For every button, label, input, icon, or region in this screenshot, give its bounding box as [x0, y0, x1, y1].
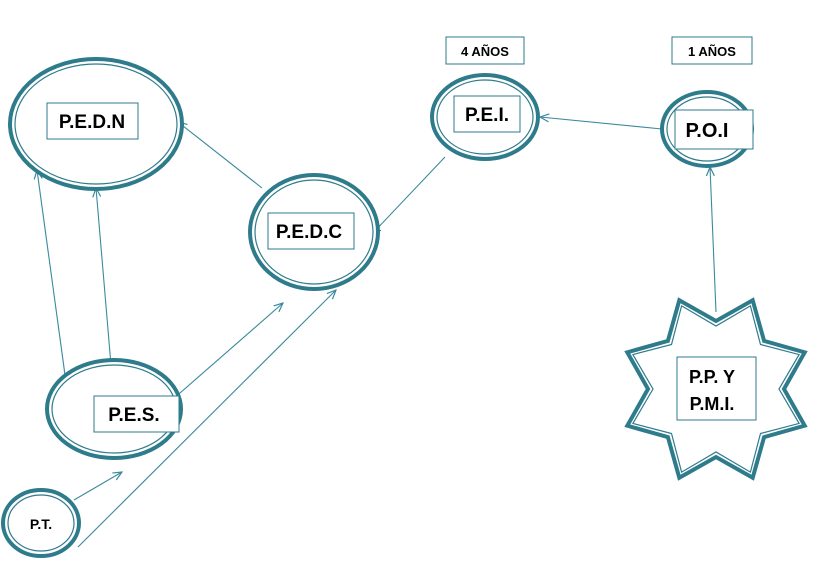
connectors [37, 117, 717, 548]
arrow-pedc-to-pedn [178, 122, 263, 189]
node-pei-label: P.E.I. [465, 105, 509, 126]
node-pt-label: P.T. [30, 516, 52, 532]
node-poi-label: P.O.I [686, 120, 729, 142]
node-pei-box [453, 95, 521, 133]
node-pedn: P.E.D.N [8, 57, 184, 191]
label-one-year-box [671, 36, 753, 65]
node-pt: P.T. [1, 488, 81, 558]
node-pes: P.E.S. [45, 358, 183, 460]
node-pedc-box [267, 212, 355, 250]
arrow-ppy-to-poi [710, 167, 717, 313]
label-one-year-text: 1 AÑOS [688, 44, 736, 59]
node-ppy-box [676, 356, 757, 421]
node-pei-ring-inner [436, 79, 534, 155]
label-four-years-text: 4 AÑOS [461, 44, 509, 59]
node-poi-box [674, 109, 754, 150]
node-ppy-label-line2: P.M.I. [690, 394, 735, 414]
node-pes-box [93, 395, 180, 433]
arrow-poi-to-pei [540, 117, 663, 130]
label-four-years: 4 AÑOS [445, 36, 525, 65]
node-pes-label: P.E.S. [108, 405, 159, 426]
node-pt-ring-inner [7, 494, 75, 552]
node-ppy-star-inner [631, 304, 801, 474]
arrow-pt-to-pes [73, 472, 122, 501]
arrow-pei-to-pedc [372, 156, 446, 234]
node-pedc: P.E.D.C [248, 173, 380, 291]
node-poi: P.O.I [660, 90, 754, 168]
node-pedn-ring-inner [14, 63, 178, 185]
node-pedn-label: P.E.D.N [59, 112, 125, 133]
node-pei: P.E.I. [430, 73, 540, 161]
node-pedc-ring-inner [254, 179, 374, 285]
node-ppy: P.P. Y P.M.I. [624, 297, 808, 481]
arrow-pes-to-pedn-left [37, 170, 66, 376]
arrow-pes-to-pedn-right [96, 188, 112, 366]
node-ppy-label-line1: P.P. Y [689, 367, 735, 387]
arrow-pt-to-pedc [77, 290, 336, 548]
node-pedn-box [46, 102, 139, 140]
node-pt-ring [1, 488, 81, 558]
arrow-pes-to-pedc [171, 303, 283, 401]
label-one-year: 1 AÑOS [671, 36, 753, 65]
label-four-years-box [445, 36, 525, 65]
node-pedc-label: P.E.D.C [276, 222, 342, 243]
